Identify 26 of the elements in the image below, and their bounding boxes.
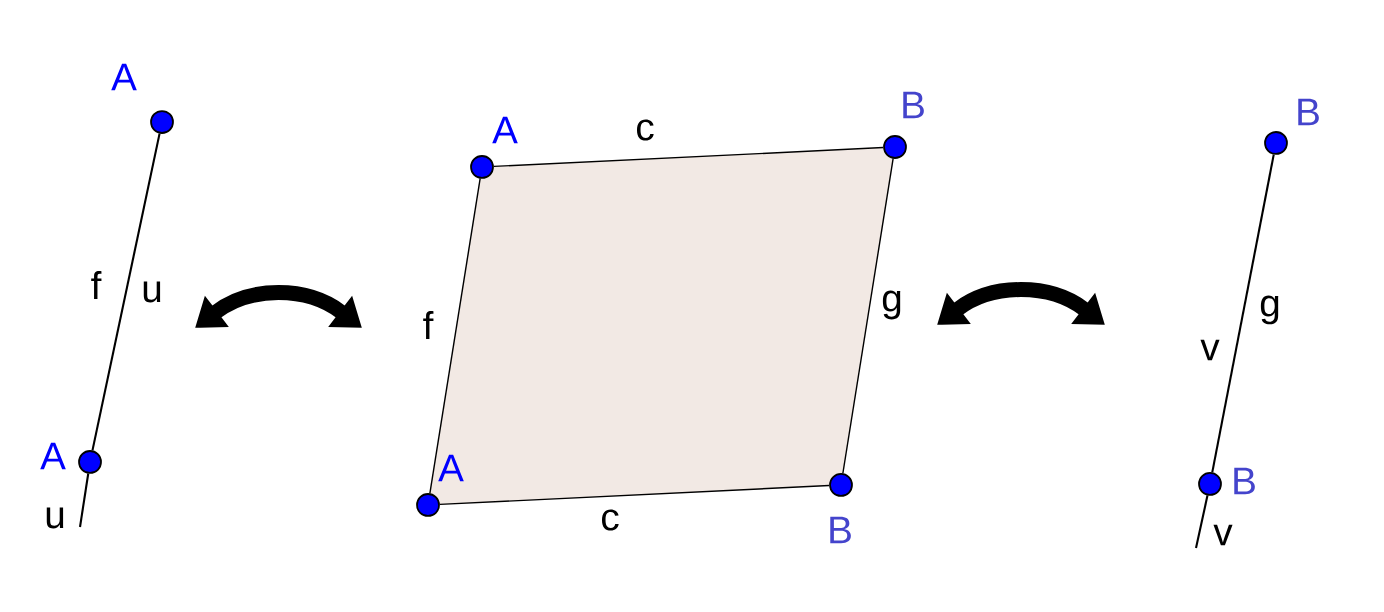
edge-label: f (91, 271, 102, 299)
point-label: B (830, 516, 851, 544)
line-segment (1211, 154, 1275, 473)
point-label: B (1298, 98, 1319, 126)
line-segment (78, 473, 90, 528)
edge-label: g (1260, 295, 1279, 325)
segment-label: v (1200, 339, 1220, 361)
line-segment (493, 146, 884, 168)
point-label: A (40, 442, 66, 470)
point-label: A (111, 63, 137, 91)
line-segment (429, 178, 481, 494)
point-label: A (492, 116, 518, 144)
point-label: A (438, 454, 464, 482)
line-segment (91, 133, 161, 451)
point-label: B (1234, 467, 1255, 495)
segment-label: u (143, 281, 161, 303)
line-segment (1194, 495, 1209, 549)
segment-label: v (1213, 524, 1233, 546)
edge-label: c (637, 119, 654, 141)
edge-label: g (882, 290, 901, 320)
edge-label: f (423, 311, 434, 339)
line-segment (439, 484, 830, 506)
segment-label: u (46, 507, 64, 529)
point-label: B (903, 91, 924, 119)
edge-label: c (602, 509, 619, 531)
line-segment (842, 158, 894, 474)
